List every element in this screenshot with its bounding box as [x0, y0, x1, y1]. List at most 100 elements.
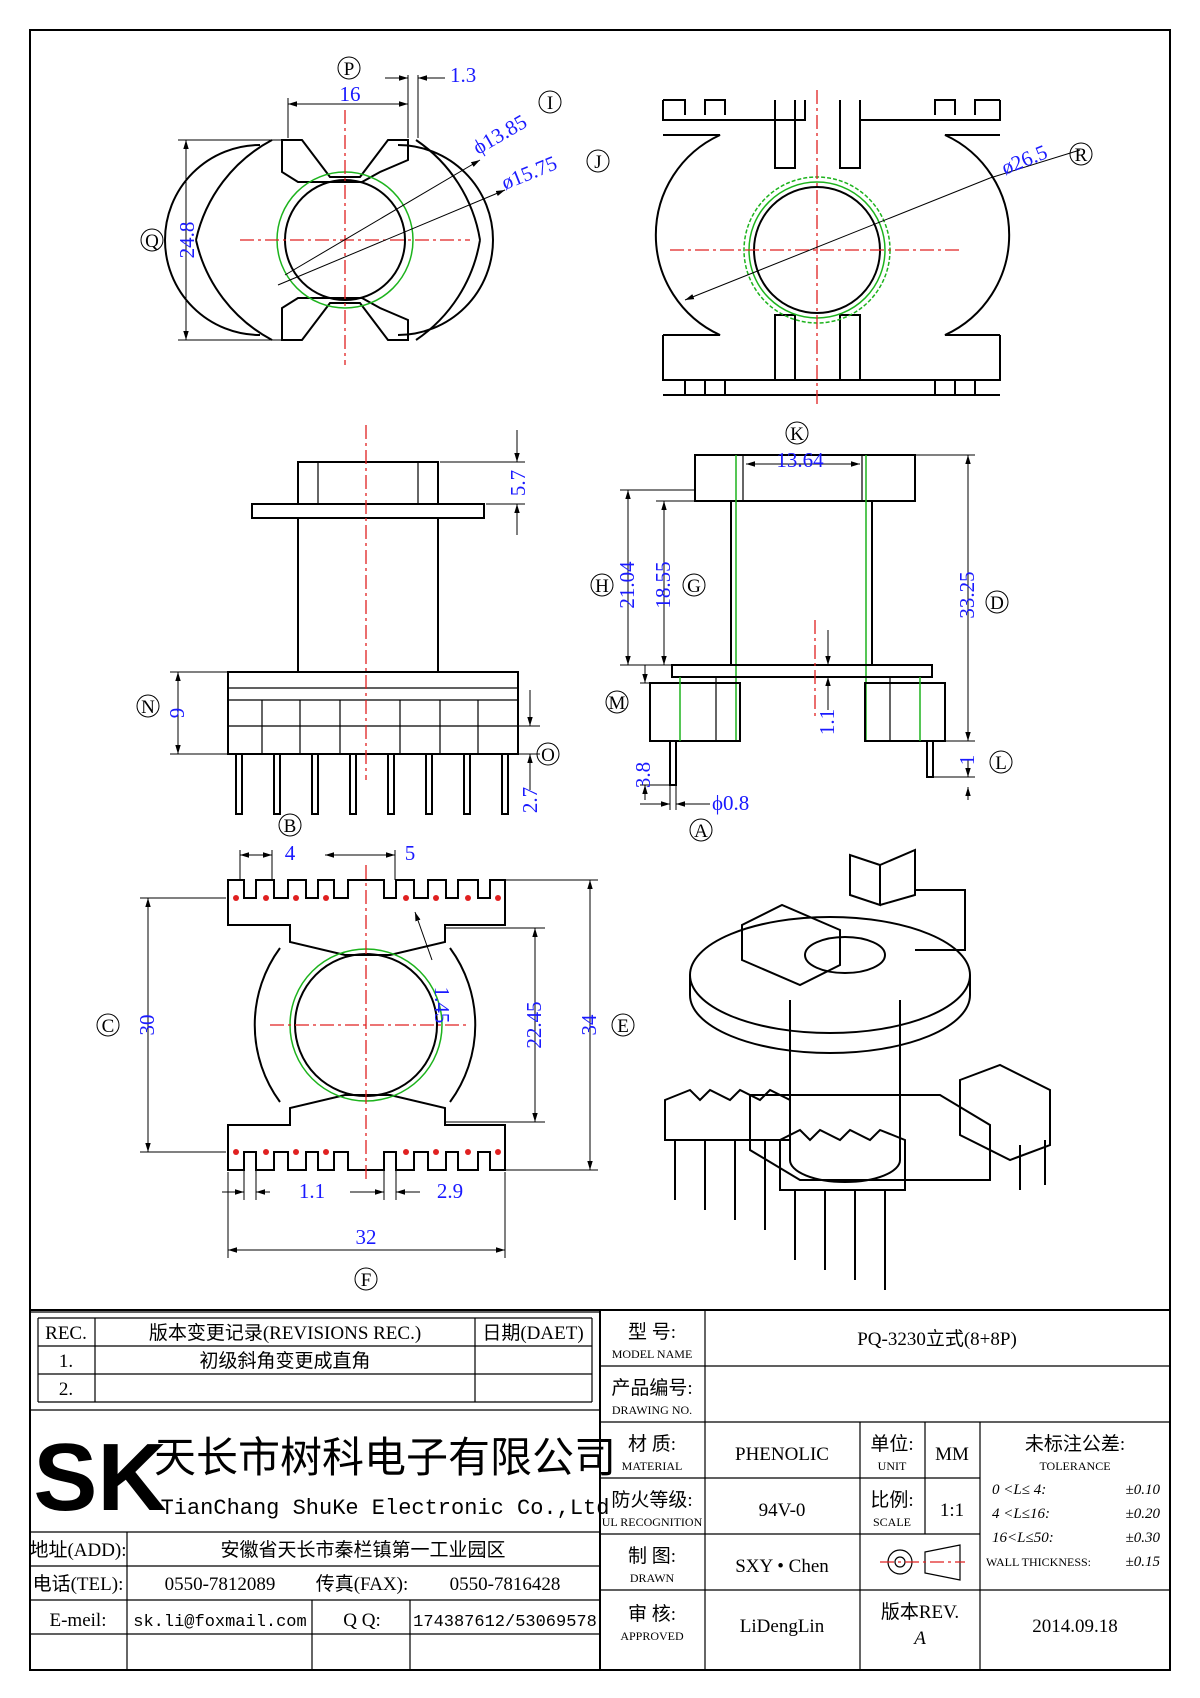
rev-title: 版本变更记录(REVISIONS REC.): [149, 1322, 421, 1344]
view-top-right: [654, 90, 1081, 405]
scale-label: 比例:: [870, 1489, 913, 1511]
drawn-label-en: DRAWN: [630, 1571, 675, 1585]
rev-value: A: [912, 1628, 926, 1649]
dim-9: 9: [165, 708, 189, 719]
rev-row-2-num: 2.: [59, 1379, 73, 1400]
label-I: I: [547, 93, 553, 114]
tolerance-label-en: TOLERANCE: [1039, 1459, 1110, 1473]
dim-5-7: 5.7: [506, 470, 530, 496]
rev-row-1-num: 1.: [59, 1351, 73, 1372]
tol-val-2: ±0.20: [1126, 1506, 1161, 1522]
wall-thickness-label: WALL THICKNESS:: [986, 1555, 1091, 1569]
dim-15-75: ø15.75: [498, 151, 561, 195]
company-name-cn: 天长市树科电子有限公司: [154, 1433, 616, 1482]
view-top-left: [164, 75, 506, 365]
label-Q: Q: [145, 231, 159, 252]
tol-range-3: 16<L≤50:: [992, 1530, 1054, 1546]
label-K: K: [790, 424, 804, 445]
dim-32: 32: [356, 1225, 377, 1249]
dim-26-5: ø26.5: [998, 140, 1051, 180]
drawing-no-label: 产品编号:: [611, 1377, 692, 1399]
label-O: O: [541, 745, 555, 766]
unit-label: 单位:: [870, 1433, 913, 1455]
view-side-right: [620, 454, 975, 810]
dim-pin-0-8: ϕ0.8: [712, 791, 749, 815]
dim-18-55: 18.55: [651, 561, 675, 608]
dim-2-9: 2.9: [437, 1179, 463, 1203]
wall-thickness-value: ±0.15: [1126, 1554, 1161, 1570]
material-label: 材 质:: [628, 1433, 676, 1455]
addr-label: 地址(ADD):: [29, 1539, 126, 1561]
dim-24-8: 24.8: [175, 222, 199, 259]
view-side-left: [170, 425, 540, 815]
qq-value: 174387612/53069578: [413, 1613, 597, 1632]
label-D: D: [990, 593, 1004, 614]
unit-value: MM: [935, 1444, 969, 1465]
dim-16: 16: [340, 82, 361, 106]
dim-pitch-4: 4: [285, 841, 296, 865]
dim-1-1-pin: 1.1: [299, 1179, 325, 1203]
label-R: R: [1075, 145, 1088, 166]
email-value: sk.li@foxmail.com: [133, 1613, 306, 1632]
fire-label-en: UL RECOGNITION: [602, 1515, 703, 1529]
dim-13-85: ϕ13.85: [469, 109, 532, 159]
fire-label: 防火等级:: [611, 1489, 692, 1511]
dim-l-1: 1: [955, 755, 979, 766]
tolerance-title: 未标注公差:: [1025, 1433, 1125, 1455]
unit-label-en: UNIT: [878, 1459, 907, 1473]
dim-1-3: 1.3: [450, 63, 476, 87]
title-block: [29, 1309, 1171, 1671]
fax-value: 0550-7816428: [450, 1574, 561, 1595]
company-logo: SK: [33, 1424, 166, 1531]
label-L: L: [995, 753, 1007, 774]
model-label-en: MODEL NAME: [612, 1347, 693, 1361]
dim-1-45: 1.45: [430, 987, 454, 1024]
tel-number: 0550-7812089: [165, 1574, 276, 1595]
dim-21-04: 21.04: [615, 561, 639, 609]
label-H: H: [595, 576, 609, 597]
scale-label-en: SCALE: [873, 1515, 911, 1529]
rev-label: 版本REV.: [881, 1601, 959, 1623]
fax-label: 传真(FAX):: [316, 1573, 409, 1595]
label-G: G: [687, 576, 701, 597]
approved-value: LiDengLin: [740, 1616, 825, 1637]
approved-label: 审 核:: [628, 1603, 676, 1625]
model-value: PQ-3230立式(8+8P): [857, 1328, 1017, 1350]
label-M: M: [609, 693, 626, 714]
label-N: N: [141, 697, 155, 718]
tel-label: 电话(TEL):: [33, 1573, 124, 1595]
view-bottom: [140, 850, 598, 1258]
label-B: B: [284, 816, 297, 837]
dim-30: 30: [135, 1015, 159, 1036]
label-P: P: [344, 59, 355, 80]
approved-label-en: APPROVED: [620, 1629, 684, 1643]
dim-2-7: 2.7: [518, 787, 542, 813]
qq-label: Q Q:: [343, 1610, 380, 1631]
tol-range-1: 0 <L≤ 4:: [992, 1482, 1046, 1498]
label-A: A: [694, 821, 708, 842]
label-E: E: [617, 1016, 629, 1037]
drawn-label: 制 图:: [628, 1545, 676, 1567]
label-F: F: [361, 1270, 372, 1291]
company-name-en: TianChang ShuKe Electronic Co.,Ltd: [161, 1496, 610, 1521]
material-label-en: MATERIAL: [622, 1459, 683, 1473]
rev-row-1-desc: 初级斜角变更成直角: [199, 1350, 370, 1372]
material-value: PHENOLIC: [735, 1444, 829, 1465]
date-value: 2014.09.18: [1032, 1616, 1118, 1637]
fire-value: 94V-0: [759, 1500, 806, 1521]
dim-22-45: 22.45: [522, 1001, 546, 1048]
email-label: E-meil:: [50, 1610, 107, 1631]
dim-13-64: 13.64: [776, 448, 824, 472]
dim-1-1-flange: 1.1: [815, 709, 839, 735]
drawn-value: SXY • Chen: [735, 1556, 829, 1577]
date-header: 日期(DAET): [482, 1322, 583, 1344]
addr-value: 安徽省天长市秦栏镇第一工业园区: [220, 1539, 505, 1561]
scale-value: 1:1: [940, 1500, 964, 1521]
label-C: C: [102, 1016, 115, 1037]
model-label: 型 号:: [628, 1321, 676, 1343]
tol-range-2: 4 <L≤16:: [992, 1506, 1050, 1522]
rev-header: REC.: [45, 1323, 87, 1344]
isometric-view: [664, 848, 1051, 1290]
drawing-no-label-en: DRAWING NO.: [612, 1403, 692, 1417]
